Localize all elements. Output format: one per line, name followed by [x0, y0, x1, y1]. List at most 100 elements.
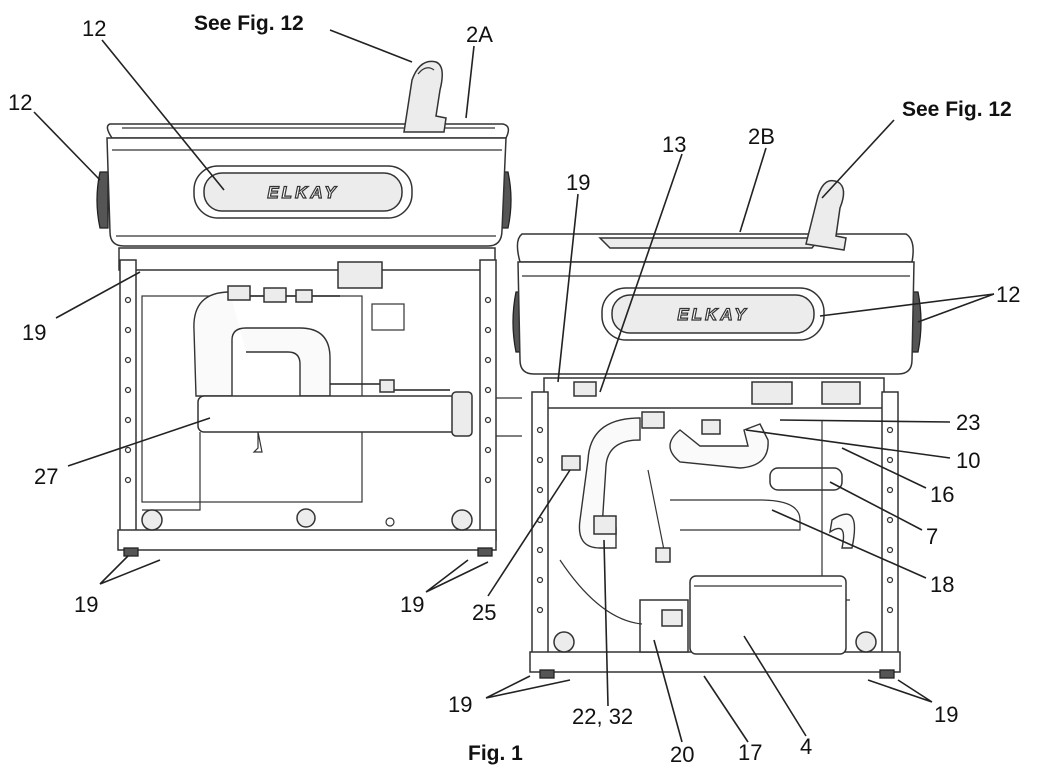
leader-20 — [653, 639, 683, 743]
right-unit-right-bumper — [911, 291, 922, 353]
leader-19-bl — [99, 555, 161, 585]
left-badge-inner — [203, 172, 403, 212]
left-bubbler-tip — [417, 67, 435, 75]
label-22-32: 22, 32 — [572, 704, 633, 729]
left-top-bracket — [118, 247, 496, 271]
leader-10 — [745, 429, 951, 459]
left-unit: ELKAY — [96, 60, 512, 557]
right-power-cord — [559, 559, 643, 625]
right-valve-lower — [655, 547, 671, 563]
right-fitting-25 — [561, 455, 581, 471]
left-base-rail — [117, 529, 497, 551]
right-base-rail — [529, 651, 901, 673]
left-unit-left-bumper — [96, 171, 109, 229]
left-valve-2 — [263, 287, 287, 303]
left-basin-rim — [106, 123, 510, 139]
label-25: 25 — [472, 600, 496, 625]
left-wheel-2 — [296, 508, 316, 528]
left-foot-1 — [123, 547, 139, 557]
right-wheel-1 — [553, 631, 575, 653]
right-bracket-part — [573, 381, 597, 397]
right-wheel-2 — [855, 631, 877, 653]
leader-4 — [743, 635, 807, 737]
right-compressor — [689, 575, 847, 655]
right-brand-text: ELKAY — [677, 305, 748, 324]
leader-lines — [33, 29, 995, 743]
leader-13 — [599, 153, 683, 393]
left-tank — [197, 395, 467, 433]
right-junction-box-2 — [821, 381, 861, 405]
leader-see-fig12-left — [329, 29, 413, 63]
leader-12-left — [33, 111, 101, 181]
figure-caption: Fig. 1 — [468, 742, 523, 765]
leader-22-32 — [603, 539, 609, 707]
leader-12-right — [819, 293, 995, 323]
label-19-br: 19 — [400, 592, 424, 617]
left-drain-tube — [142, 432, 201, 511]
leader-27 — [67, 417, 211, 467]
right-vertical-line — [821, 420, 850, 601]
unit-connector — [496, 397, 522, 437]
right-foot-1 — [539, 669, 555, 679]
left-bolt — [385, 517, 395, 527]
right-evaporator — [670, 499, 801, 531]
label-19-mid: 19 — [566, 170, 590, 195]
label-2b: 2B — [748, 124, 775, 149]
label-23: 23 — [956, 410, 980, 435]
leader-19-br — [425, 559, 489, 593]
right-bubbler — [805, 179, 847, 251]
leader-see-fig12-right — [821, 119, 895, 199]
label-13: 13 — [662, 132, 686, 157]
right-relay — [661, 609, 683, 627]
label-2a: 2A — [466, 22, 493, 47]
left-foot-2 — [477, 547, 493, 557]
label-see-fig12-left: See Fig. 12 — [194, 12, 304, 35]
left-bubbler — [403, 60, 447, 133]
leader-12-top — [101, 39, 225, 191]
label-17: 17 — [738, 740, 762, 765]
leader-17 — [703, 675, 749, 743]
leader-19-mid — [557, 193, 579, 383]
label-19-rbl: 19 — [448, 692, 472, 717]
left-tank-cap — [451, 391, 473, 437]
left-junction-box — [337, 261, 383, 289]
label-20: 20 — [670, 742, 694, 767]
leader-23 — [779, 419, 951, 423]
label-12-right: 12 — [996, 282, 1020, 307]
label-10: 10 — [956, 448, 980, 473]
left-label-plate — [371, 303, 405, 331]
right-tubing-center — [669, 423, 769, 469]
label-19-bl: 19 — [74, 592, 98, 617]
label-27: 27 — [34, 464, 58, 489]
label-7: 7 — [926, 524, 938, 549]
right-return-tube — [829, 513, 856, 549]
leader-2a — [465, 45, 475, 119]
right-valve-23 — [701, 419, 721, 435]
leader-7 — [829, 481, 923, 531]
right-valve-1 — [641, 411, 665, 429]
left-valve-1 — [227, 285, 251, 301]
leader-19-left — [55, 271, 141, 319]
left-wheel-1 — [141, 509, 163, 531]
leader-19-rbl — [485, 675, 571, 699]
right-basin-grate — [598, 237, 822, 249]
label-16: 16 — [930, 482, 954, 507]
leader-25 — [487, 469, 571, 597]
right-badge-inner — [611, 294, 815, 334]
right-tee-fitting — [593, 515, 617, 535]
label-12-top: 12 — [82, 16, 106, 41]
right-foot-2 — [879, 669, 895, 679]
right-heat-exchanger — [769, 467, 843, 491]
label-19-rbr: 19 — [934, 702, 958, 727]
label-4: 4 — [800, 734, 812, 759]
label-19-left: 19 — [22, 320, 46, 345]
label-see-fig12-right: See Fig. 12 — [902, 98, 1012, 121]
right-junction-box-1 — [751, 381, 793, 405]
leader-16 — [841, 447, 927, 489]
callout-labels: See Fig. 12 2A 12 12 19 27 19 19 See Fig… — [8, 12, 1020, 767]
left-valve-3 — [295, 289, 313, 303]
left-wheel-3 — [451, 509, 473, 531]
right-cap-tube — [647, 469, 667, 561]
